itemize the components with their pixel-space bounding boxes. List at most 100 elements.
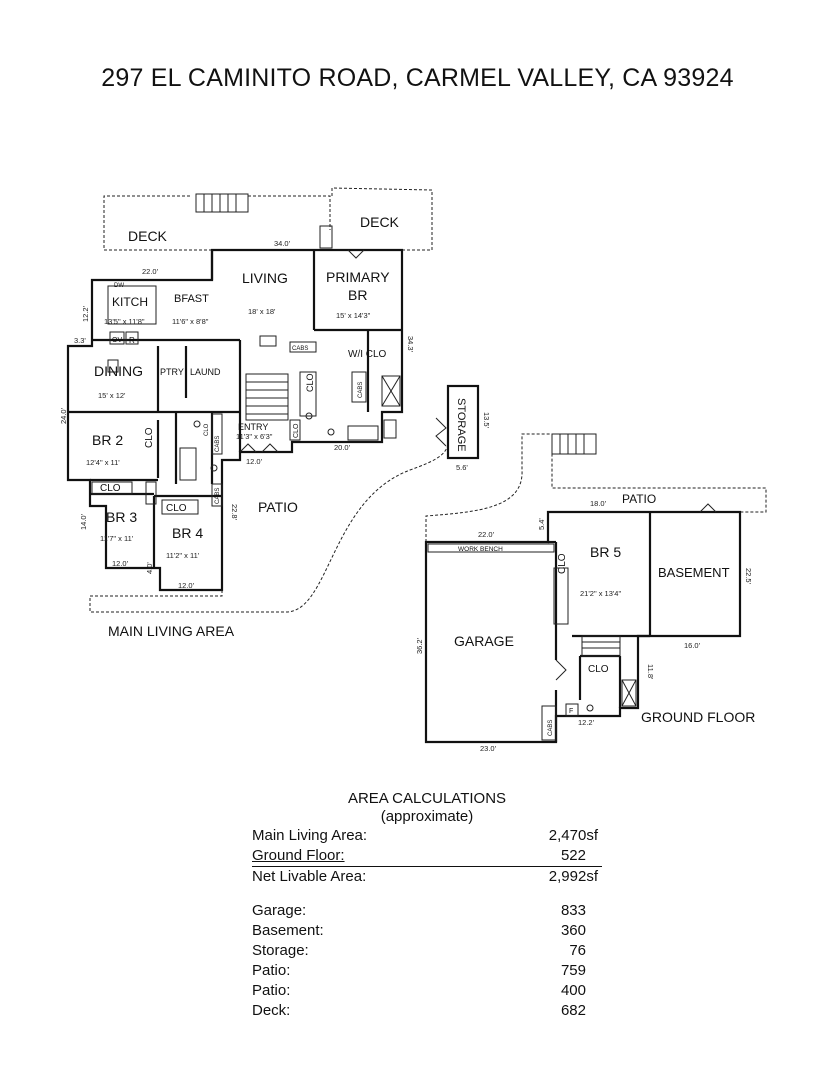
dining-dim: 15' x 12' <box>98 391 126 400</box>
dim-36-2: 36.2' <box>415 637 424 654</box>
area-row: Basement: 360 <box>252 921 602 941</box>
deck-outline-left <box>103 195 331 251</box>
cabs-label-bath: CABS <box>215 436 221 452</box>
ground-floor: PATIO BR 5 21'2" x 13'4" BASEMENT GARAGE… <box>415 433 767 753</box>
ov-label: OV <box>112 337 122 344</box>
area-heading: AREA CALCULATIONS <box>347 790 507 807</box>
dim-22-0-a: 22.0' <box>142 267 159 276</box>
dim-11-8: 11.8' <box>646 664 655 680</box>
clo-label-br2: CLO <box>144 427 155 448</box>
living-dim: 18' x 18' <box>248 307 276 316</box>
clo-label-br3: CLO <box>100 483 121 494</box>
work-bench-label: WORK BENCH <box>458 546 503 553</box>
area-row: Storage: 76 <box>252 941 602 961</box>
dim-34-0: 34.0' <box>274 239 291 248</box>
patio-outline-ground <box>425 433 767 542</box>
cabs-label-garage: CABS <box>548 720 554 736</box>
cabs-label-hall: CABS <box>215 488 221 504</box>
kitch-label: KITCH <box>112 295 148 309</box>
entry-dim: 11'3" x 6'3" <box>236 432 273 441</box>
area-row-value: 400 <box>560 982 586 999</box>
area-row-label: Patio: <box>252 982 291 999</box>
dim-22-5: 22.5' <box>744 568 753 585</box>
area-row-value: 759 <box>560 962 586 979</box>
clo-label-bath: CLO <box>204 423 210 436</box>
dim-22-8: 22.8' <box>230 504 239 521</box>
area-row-label: Deck: <box>252 1002 291 1019</box>
area-row-label: Patio: <box>252 962 291 979</box>
wi-clo-label: W/I CLO <box>348 349 387 360</box>
area-primary-rows: Main Living Area: 2,470sf Ground Floor: … <box>252 826 602 887</box>
dim-5-4: 5.4' <box>537 518 546 530</box>
br5-dim: 21'2" x 13'4" <box>580 589 621 598</box>
entry-label: ENTRY <box>238 422 268 432</box>
area-row: Garage: 833 <box>252 901 602 921</box>
floor-plan: DECK DECK LIVING 18' x 18' PRIMARY BR 15… <box>59 187 767 753</box>
laund-label: LAUND <box>190 367 221 377</box>
bfast-label: BFAST <box>174 293 209 305</box>
br4-dim: 11'2" x 11' <box>166 551 200 560</box>
f-label: F <box>569 708 573 715</box>
patio-label-main: PATIO <box>258 499 298 515</box>
garage-label: GARAGE <box>454 633 514 649</box>
clo-label-entry: CLO <box>293 423 300 438</box>
dim-12-0-b: 12.0' <box>112 559 129 568</box>
area-row: Net Livable Area: 2,992sf <box>252 867 602 887</box>
area-row-label: Storage: <box>252 942 309 959</box>
dim-20-0: 20.0' <box>334 443 351 452</box>
area-row-value: 833 <box>560 902 586 919</box>
area-subheading: (approximate) <box>380 808 474 825</box>
storage-door <box>435 417 447 447</box>
br3-label: BR 3 <box>106 509 137 525</box>
interior-fixtures <box>91 249 401 515</box>
area-row-label: Basement: <box>252 922 324 939</box>
primary-label-1: PRIMARY <box>326 269 390 285</box>
br4-label: BR 4 <box>172 525 203 541</box>
ground-stairs <box>551 433 597 455</box>
area-row-value: 360 <box>560 922 586 939</box>
dim-5-6: 5.6' <box>456 463 468 472</box>
clo-label-br4: CLO <box>166 503 187 514</box>
page-title: 297 EL CAMINITO ROAD, CARMEL VALLEY, CA … <box>101 64 734 92</box>
dim-12-2: 12.2' <box>81 305 90 322</box>
area-row-label: Main Living Area: <box>252 827 368 844</box>
patio-outline-main <box>89 443 449 613</box>
deck-step <box>319 225 333 249</box>
ground-floor-label: GROUND FLOOR <box>641 709 755 725</box>
dining-label: DINING <box>94 363 143 379</box>
dim-23-0: 23.0' <box>480 744 497 753</box>
area-row-value: 76 <box>569 942 586 959</box>
living-label: LIVING <box>242 270 288 286</box>
dim-12-0-c: 12.0' <box>178 581 195 590</box>
deck-stairs-left <box>195 193 249 213</box>
dw-label: DW <box>114 283 124 289</box>
area-row-label: Ground Floor: <box>252 847 345 864</box>
area-row-label: Net Livable Area: <box>252 868 367 885</box>
main-outer-wall <box>66 248 404 592</box>
primary-label-2: BR <box>348 287 367 303</box>
ptry-label: PTRY <box>160 367 184 377</box>
dim-22-0-b: 22.0' <box>478 530 495 539</box>
ground-interior-walls <box>427 503 717 742</box>
main-living-area-label: MAIN LIVING AREA <box>108 623 235 639</box>
area-row-value: 2,470sf <box>548 827 598 844</box>
br2-label: BR 2 <box>92 432 123 448</box>
kitch-dim: 13'5" x 11'8" <box>104 317 145 326</box>
clo-label-br5: CLO <box>557 553 568 574</box>
basement-label: BASEMENT <box>658 565 730 580</box>
dim-12-0-a: 12.0' <box>246 457 263 466</box>
dim-24-0: 24.0' <box>59 407 68 424</box>
clo-label-stair: CLO <box>305 373 315 392</box>
dim-14-0: 14.0' <box>79 513 88 530</box>
bfast-dim: 11'6" x 8'8" <box>172 317 209 326</box>
patio-label-ground: PATIO <box>622 492 656 506</box>
br5-label: BR 5 <box>590 544 621 560</box>
main-living-area: DECK DECK LIVING 18' x 18' PRIMARY BR 15… <box>59 187 491 639</box>
area-row-value: 522 <box>560 847 586 864</box>
br3-dim: 11'7" x 11' <box>100 534 134 543</box>
area-row: Patio: 759 <box>252 961 602 981</box>
dim-34-3: 34.3' <box>406 336 415 353</box>
cabs-label-living: CABS <box>292 346 308 352</box>
area-row-value: 2,992sf <box>548 868 598 885</box>
cabs-label-closet: CABS <box>358 382 364 398</box>
